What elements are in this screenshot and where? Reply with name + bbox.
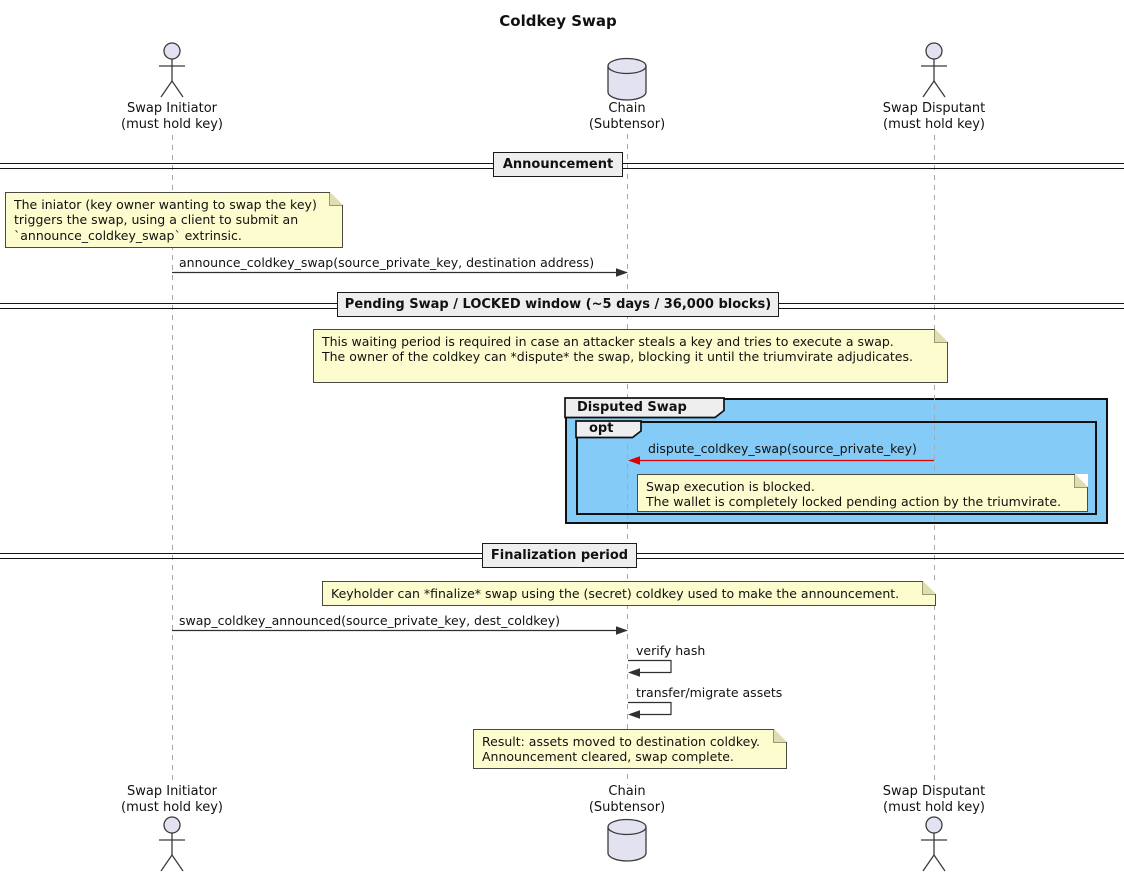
note-finalize: Keyholder can *finalize* swap using the …	[322, 581, 936, 606]
actor-name: Swap Disputant	[882, 784, 986, 799]
message-announce: announce_coldkey_swap(source_private_key…	[179, 255, 595, 270]
divider-pending-swap: Pending Swap / LOCKED window (~5 days / …	[337, 292, 779, 317]
actor-icon-initiator-bottom	[159, 816, 185, 872]
actor-label-disputant-top: Swap Disputant (must hold key)	[844, 101, 1024, 133]
divider-label: Finalization period	[490, 548, 629, 563]
message-dispute: dispute_coldkey_swap(source_private_key)	[648, 441, 917, 456]
actor-label-initiator-top: Swap Initiator (must hold key)	[82, 101, 262, 133]
group-label: Disputed Swap	[577, 400, 687, 415]
actor-subtitle: (Subtensor)	[588, 117, 666, 132]
actor-subtitle: (must hold key)	[121, 800, 223, 815]
disputed-swap-group-tab	[564, 397, 725, 419]
divider-finalization: Finalization period	[482, 543, 637, 568]
actor-name: Swap Initiator	[127, 784, 217, 799]
note-dispute-blocked: Swap execution is blocked. The wallet is…	[637, 474, 1088, 512]
actor-subtitle: (Subtensor)	[588, 800, 666, 815]
actor-icon-disputant-bottom	[921, 816, 947, 872]
actor-icon-disputant	[921, 42, 947, 98]
actor-label-chain-bottom: Chain (Subtensor)	[537, 784, 717, 816]
divider-label: Announcement	[502, 157, 614, 172]
actor-label-initiator-bottom: Swap Initiator (must hold key)	[82, 784, 262, 816]
actor-subtitle: (must hold key)	[883, 117, 985, 132]
actor-icon-initiator	[159, 42, 185, 98]
opt-fragment-box	[576, 421, 1097, 515]
actor-name: Chain	[608, 784, 646, 799]
opt-fragment-tab	[575, 420, 642, 439]
actor-subtitle: (must hold key)	[883, 800, 985, 815]
note-initiation: The iniator (key owner wanting to swap t…	[5, 192, 343, 248]
actor-label-chain-top: Chain (Subtensor)	[537, 101, 717, 133]
message-finalize: swap_coldkey_announced(source_private_ke…	[179, 613, 561, 628]
divider-announcement: Announcement	[493, 152, 623, 177]
message-verify-hash: verify hash	[636, 643, 706, 658]
divider-label: Pending Swap / LOCKED window (~5 days / …	[344, 297, 772, 312]
database-icon-chain	[607, 57, 647, 101]
message-transfer-assets: transfer/migrate assets	[636, 685, 783, 700]
actor-name: Swap Disputant	[882, 101, 986, 116]
note-waiting-period: This waiting period is required in case …	[313, 329, 948, 383]
actor-subtitle: (must hold key)	[121, 117, 223, 132]
note-result: Result: assets moved to destination cold…	[473, 729, 787, 769]
actor-name: Swap Initiator	[127, 101, 217, 116]
actor-name: Chain	[608, 101, 646, 116]
actor-label-disputant-bottom: Swap Disputant (must hold key)	[844, 784, 1024, 816]
database-icon-chain-bottom	[607, 818, 647, 862]
diagram-title: Coldkey Swap	[499, 12, 617, 30]
fragment-label: opt	[589, 421, 614, 436]
